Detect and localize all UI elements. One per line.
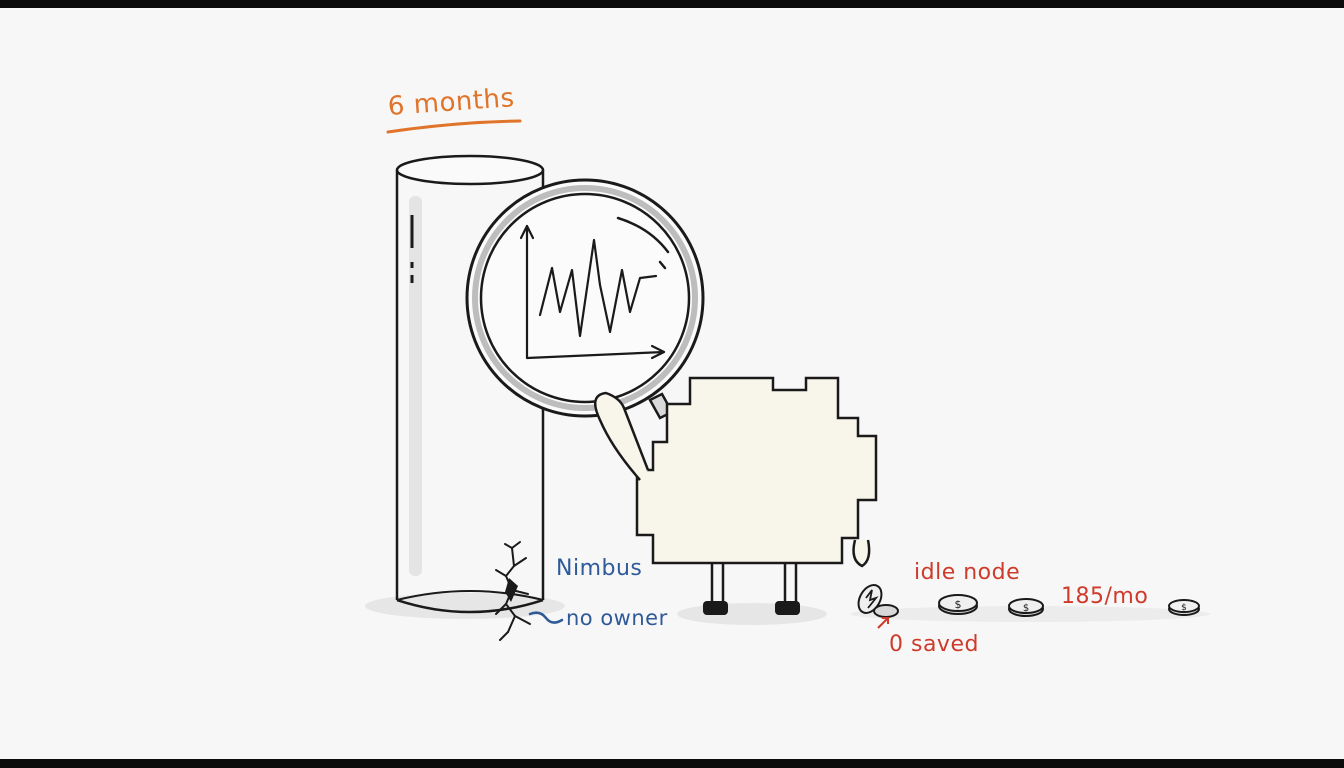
line-graph-icon: [519, 224, 666, 360]
idle-node-label: idle node: [914, 560, 1021, 585]
letterbox-top: [0, 0, 1344, 8]
svg-text:$: $: [1023, 603, 1029, 614]
creature-shadow: [677, 603, 827, 625]
cost-label: 185/mo: [1061, 584, 1149, 609]
letterbox-bottom: [0, 759, 1344, 768]
svg-text:$: $: [955, 598, 962, 611]
cylinder-shadow: [365, 593, 565, 619]
no-owner-label: no owner: [566, 606, 668, 630]
svg-text:$: $: [1181, 603, 1187, 613]
saved-label: 0 saved: [889, 632, 979, 657]
crack-icon: [495, 541, 531, 641]
nimbus-label: Nimbus: [556, 556, 643, 581]
months-underline: [386, 119, 522, 134]
no-owner-pointer: [528, 611, 564, 624]
pixel-cloud-creature-icon: [593, 376, 878, 615]
coin-icon: $ $ $: [857, 584, 1200, 629]
glass-cylinder-icon: [395, 154, 545, 614]
